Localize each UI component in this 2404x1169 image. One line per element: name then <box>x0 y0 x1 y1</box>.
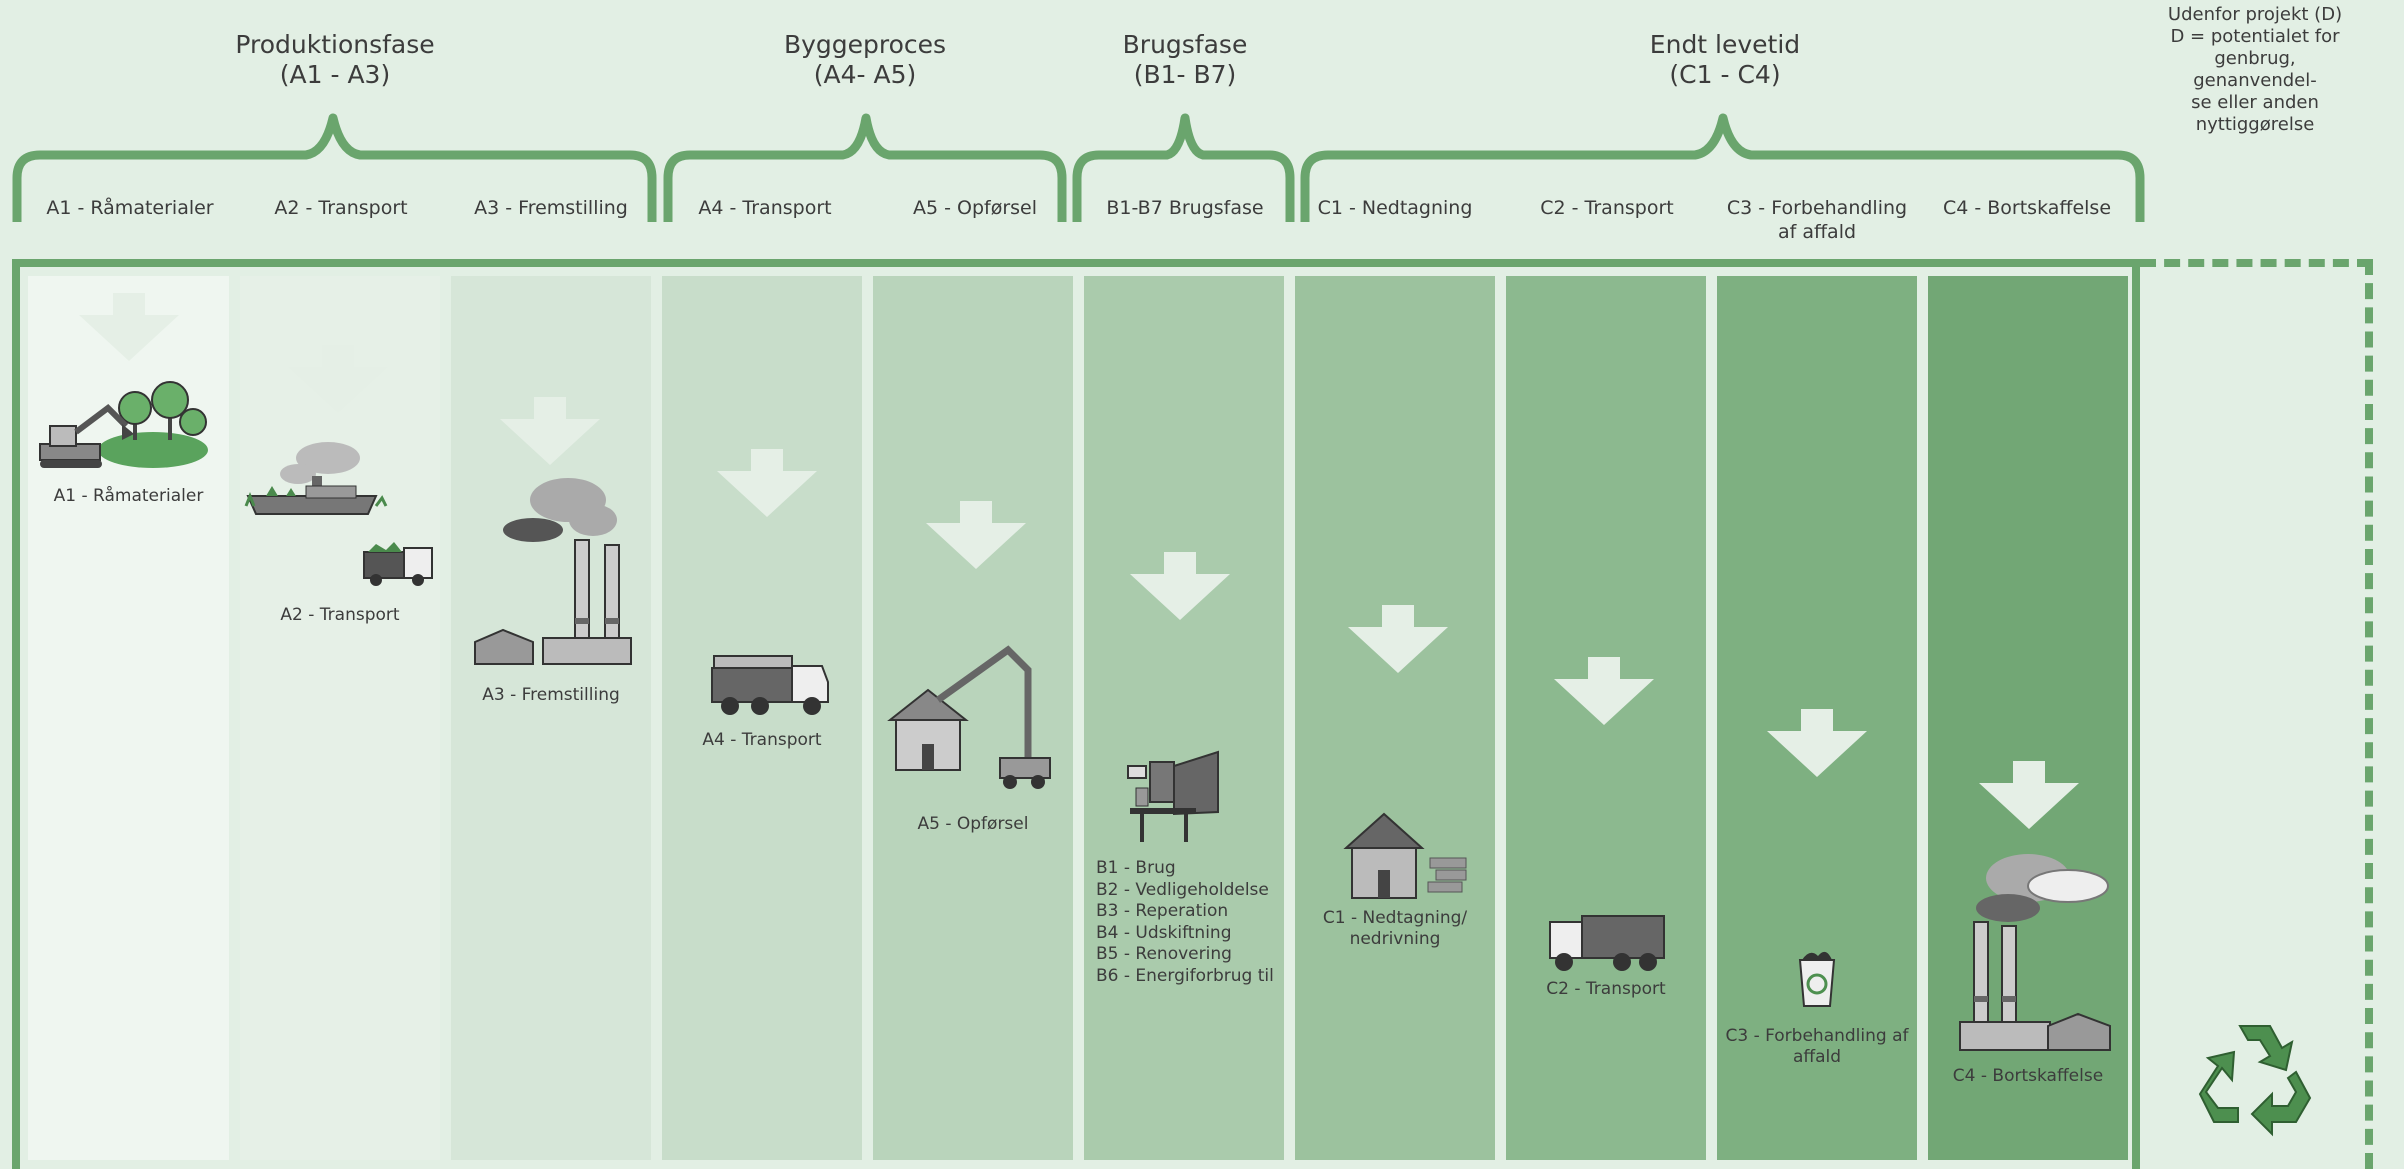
phase-title-line: Produktionsfase <box>235 30 435 59</box>
column-c1 <box>1295 276 1495 1160</box>
caption-c2: C2 - Transport <box>1546 979 1666 999</box>
b-list-item: B4 - Udskiftning <box>1096 922 1232 943</box>
truck-icon <box>1549 915 1665 971</box>
phase-title-line: Byggeproces <box>783 30 947 59</box>
arrow-down-icon <box>79 293 179 361</box>
caption-line: C3 - Forbehandling af <box>1725 1026 1909 1046</box>
stage-label-line: C3 - Forbehandling <box>1726 197 1908 219</box>
arrow-down-icon <box>1348 605 1448 673</box>
column-a2 <box>240 276 440 1160</box>
caption-a1: A1 - Råmaterialer <box>53 486 204 506</box>
b-list-item: B3 - Reperation <box>1096 901 1229 922</box>
factory-icon <box>1959 854 2111 1051</box>
phase-title-code: (A4- A5) <box>813 60 917 89</box>
phase-braces <box>12 113 2145 222</box>
caption-line: affald <box>1792 1047 1842 1067</box>
stage-label-a5: A5 - Opførsel <box>912 197 1038 219</box>
desk-computer-icon <box>1127 750 1219 842</box>
phase-title-line: Endt levetid <box>1649 30 1801 59</box>
phase-title-construction: Byggeproces (A4- A5) <box>715 30 1015 90</box>
caption-c4: C4 - Bortskaffelse <box>1952 1066 2104 1086</box>
phase-title-use: Brugsfase (B1- B7) <box>1035 30 1335 90</box>
caption-a5: A5 - Opførsel <box>917 814 1029 834</box>
arrow-down-icon <box>500 397 600 465</box>
house-bricks-icon <box>1343 812 1467 899</box>
column-b <box>1084 276 1284 1160</box>
caption-line: C1 - Nedtagning/ <box>1322 908 1468 928</box>
stage-label-a3: A3 - Fremstilling <box>474 197 628 219</box>
excavator-trees-icon <box>39 381 208 468</box>
phase-title-code: (A1 - A3) <box>279 60 391 89</box>
stage-label-a2: A2 - Transport <box>274 197 408 219</box>
caption-line: nedrivning <box>1349 929 1441 949</box>
outside-line: nyttiggørelse <box>2195 114 2315 135</box>
recycle-bin-icon <box>1798 951 1836 1007</box>
stage-label-c3: C3 - Forbehandling af affald <box>1712 196 1922 244</box>
stage-label-a1: A1 - Råmaterialer <box>46 197 214 219</box>
caption-c3: C3 - Forbehandling af affald <box>1717 1026 1917 1068</box>
stage-label-line: af affald <box>1777 221 1857 243</box>
brace-production <box>12 113 657 222</box>
b-list-item: B2 - Vedligeholdelse <box>1096 879 1269 900</box>
arrow-down-icon <box>1130 552 1230 620</box>
stage-label-c2: C2 - Transport <box>1540 197 1674 219</box>
phase-title-production: Produktionsfase (A1 - A3) <box>185 30 485 90</box>
project-frame <box>12 259 2140 1169</box>
crane-house-icon <box>887 645 1051 789</box>
truck-icon <box>711 655 829 715</box>
phase-title-code: (B1- B7) <box>1133 60 1237 89</box>
column-c4 <box>1928 276 2128 1160</box>
arrow-down-icon <box>1979 761 2079 829</box>
b-list-item: B6 - Energiforbrug til <box>1096 965 1274 986</box>
arrow-down-icon <box>1554 657 1654 725</box>
stage-label-c1: C1 - Nedtagning <box>1317 197 1473 219</box>
phase-title-line: Brugsfase <box>1122 30 1248 59</box>
brace-construction <box>663 113 1067 222</box>
arrow-down-icon <box>926 501 1026 569</box>
outside-project-text: Udenfor projekt (D) D = potentialet for … <box>2150 4 2360 136</box>
phase-title-code: (C1 - C4) <box>1669 60 1781 89</box>
outside-line: D = potentialet for <box>2170 26 2340 47</box>
caption-a3: A3 - Fremstilling <box>482 685 620 705</box>
caption-b-list: B1 - Brug B2 - Vedligeholdelse B3 - Repe… <box>1096 858 1274 988</box>
column-a4 <box>662 276 862 1160</box>
factory-icon <box>474 478 632 665</box>
stage-label-a4: A4 - Transport <box>698 197 832 219</box>
brace-use <box>1072 113 1295 222</box>
brace-end-of-life <box>1300 113 2145 222</box>
stage-label-b: B1-B7 Brugsfase <box>1106 197 1264 219</box>
caption-a2: A2 - Transport <box>280 605 400 625</box>
caption-a4: A4 - Transport <box>702 730 822 750</box>
phase-title-end-of-life: Endt levetid (C1 - C4) <box>1575 30 1875 90</box>
stage-label-c4: C4 - Bortskaffelse <box>1942 197 2112 219</box>
b-list-item: B1 - Brug <box>1096 858 1176 878</box>
arrow-down-icon <box>717 449 817 517</box>
arrow-down-icon <box>288 345 388 413</box>
outside-line: se eller anden <box>2191 92 2319 113</box>
recycle-symbol-icon <box>2198 1025 2312 1137</box>
caption-c1: C1 - Nedtagning/ nedrivning <box>1295 908 1495 950</box>
arrow-down-icon <box>1767 709 1867 777</box>
b-list-item: B5 - Renovering <box>1096 944 1232 965</box>
outside-line: Udenfor projekt (D) <box>2167 4 2343 25</box>
outside-project-frame <box>2140 259 2373 1169</box>
ship-truck-icon <box>244 442 433 586</box>
outside-line: genbrug, genanvendel- <box>2193 48 2317 91</box>
